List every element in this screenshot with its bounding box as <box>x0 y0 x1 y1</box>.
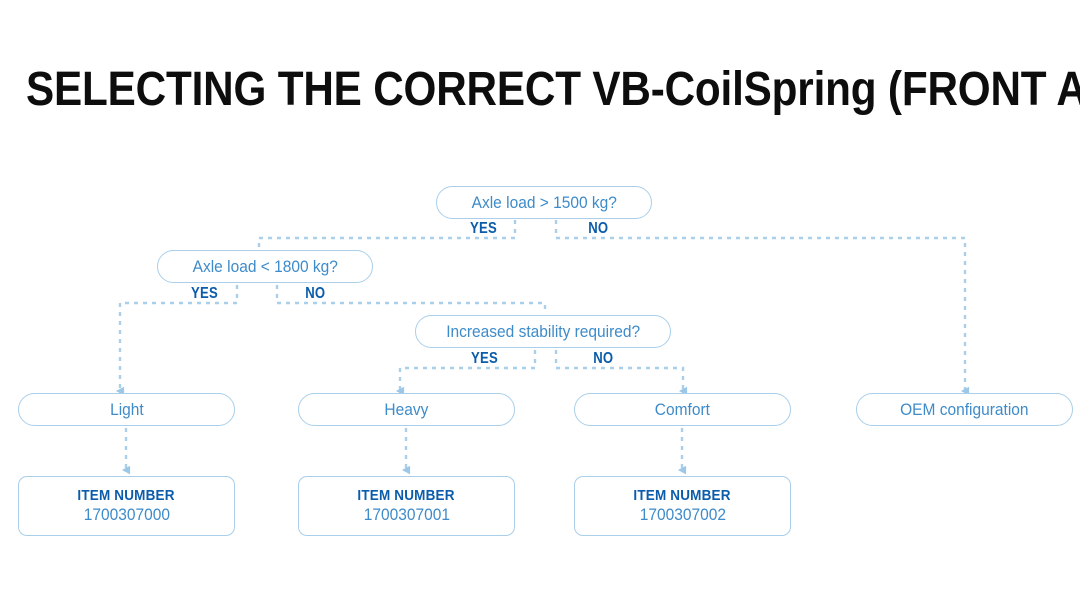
item-number-box-heavy[interactable]: ITEM NUMBER 1700307001 <box>298 476 515 536</box>
item-number-title: ITEM NUMBER <box>357 487 456 504</box>
decision-node-axle-load-1500[interactable]: Axle load > 1500 kg? <box>436 186 652 219</box>
page-title: SELECTING THE CORRECT VB-CoilSpring (FRO… <box>26 63 1080 116</box>
decision-label: Increased stability required? <box>446 322 640 341</box>
edge-label-d1-no: NO <box>588 220 609 237</box>
edge-d2-yes <box>115 285 239 396</box>
result-node-oem-configuration[interactable]: OEM configuration <box>856 393 1073 426</box>
item-number-value: 1700307000 <box>83 506 170 524</box>
item-number-title: ITEM NUMBER <box>77 487 176 504</box>
result-node-light[interactable]: Light <box>18 393 235 426</box>
item-number-box-light[interactable]: ITEM NUMBER 1700307000 <box>18 476 235 536</box>
result-label: Light <box>109 400 144 419</box>
result-label: OEM configuration <box>900 400 1029 419</box>
edge-d1-yes <box>257 220 517 249</box>
edge-label-d1-yes: YES <box>469 220 497 237</box>
decision-label: Axle load > 1500 kg? <box>471 193 617 212</box>
decision-node-axle-load-1800[interactable]: Axle load < 1800 kg? <box>157 250 373 283</box>
item-number-title: ITEM NUMBER <box>633 487 732 504</box>
edge-label-d3-no: NO <box>593 350 614 367</box>
edge-d3-yes <box>395 350 537 396</box>
decision-label: Axle load < 1800 kg? <box>192 257 338 276</box>
result-label: Heavy <box>384 400 429 419</box>
edge-d2-no <box>275 285 547 314</box>
result-node-heavy[interactable]: Heavy <box>298 393 515 426</box>
result-label: Comfort <box>654 400 711 419</box>
decision-node-increased-stability[interactable]: Increased stability required? <box>415 315 671 348</box>
item-number-value: 1700307001 <box>363 506 450 524</box>
edge-d3-no <box>554 350 688 396</box>
item-number-box-comfort[interactable]: ITEM NUMBER 1700307002 <box>574 476 791 536</box>
edge-label-d2-yes: YES <box>190 285 218 302</box>
edge-d1-no <box>554 220 970 396</box>
item-number-value: 1700307002 <box>639 506 726 524</box>
edge-label-d3-yes: YES <box>470 350 498 367</box>
result-node-comfort[interactable]: Comfort <box>574 393 791 426</box>
edge-label-d2-no: NO <box>305 285 326 302</box>
